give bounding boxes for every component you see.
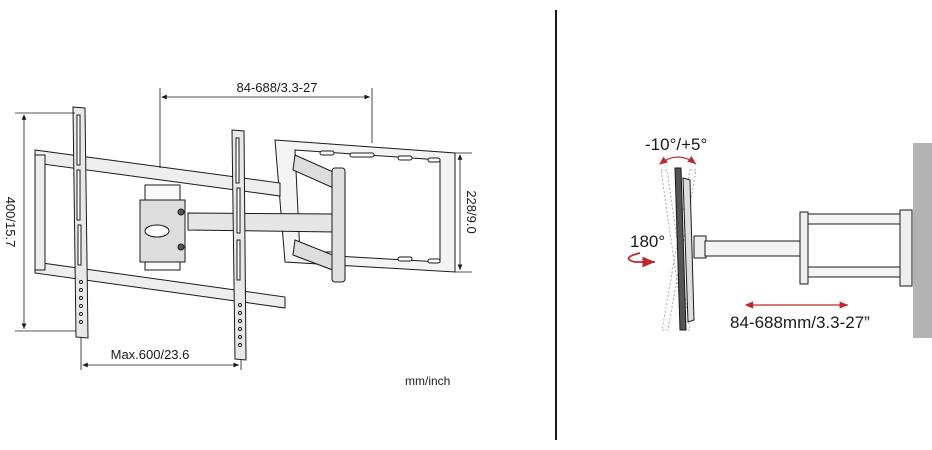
extension-dimension-label: 84-688/3.3-27 bbox=[237, 80, 318, 95]
tv-tilt-ghost bbox=[660, 169, 691, 331]
bracket-height-label: 228/9.0 bbox=[464, 190, 479, 233]
swivel-label: 180° bbox=[630, 232, 665, 251]
wall-bracket bbox=[899, 209, 913, 287]
tilt-label: -10°/+5° bbox=[645, 135, 707, 154]
mount-side-view bbox=[660, 143, 932, 338]
main-arm bbox=[187, 212, 336, 233]
hinge bbox=[799, 211, 809, 285]
hinge-column bbox=[331, 167, 346, 283]
horizontal-dimension-label: Max.600/23.6 bbox=[111, 347, 190, 362]
lower-arm-side bbox=[807, 266, 904, 278]
swivel-arrow bbox=[627, 252, 655, 268]
main-arm-side bbox=[704, 240, 804, 257]
tv-panel bbox=[674, 167, 687, 331]
upper-arm-side bbox=[807, 213, 904, 225]
units-label: mm/inch bbox=[405, 374, 450, 388]
dimension-lines bbox=[15, 88, 472, 370]
mount-front-view bbox=[34, 106, 456, 361]
tilt-arrow bbox=[659, 156, 697, 165]
extension-label: 84-688mm/3.3-27” bbox=[730, 313, 870, 332]
vertical-dimension-label: 400/15.7 bbox=[3, 197, 18, 248]
wall bbox=[913, 143, 932, 338]
motion-arrows bbox=[627, 156, 848, 309]
